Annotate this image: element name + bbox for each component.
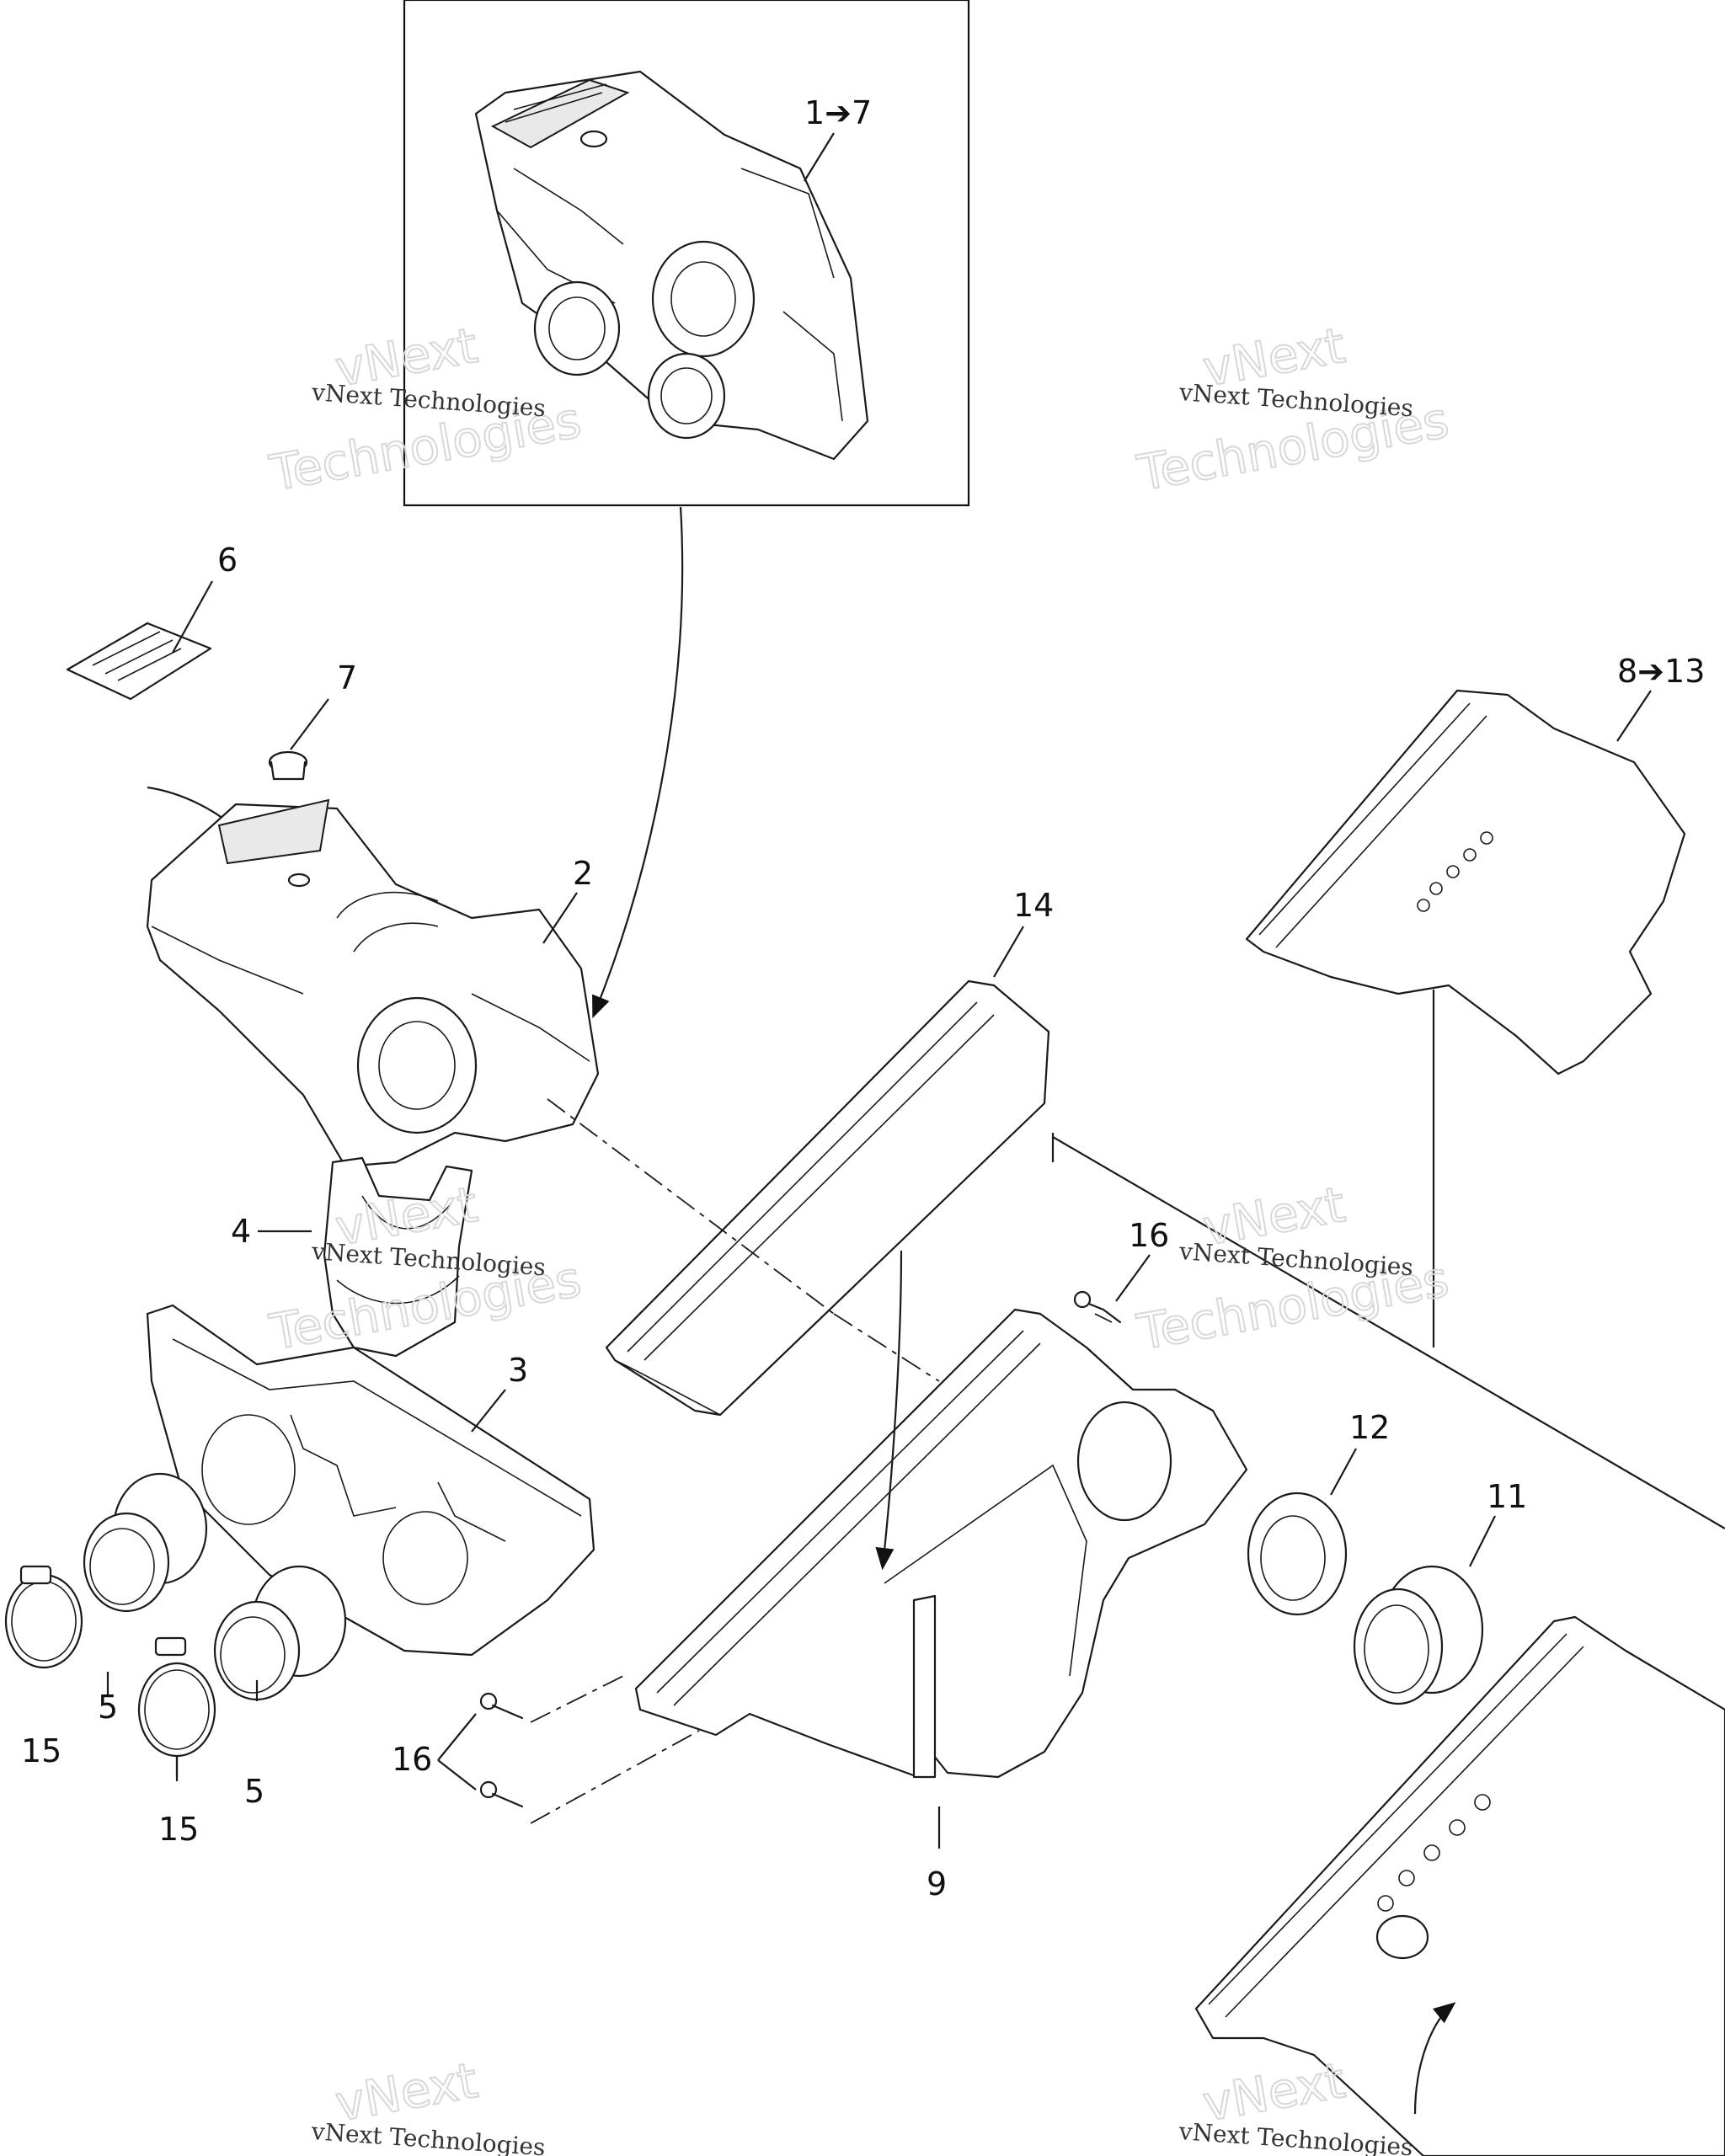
seal-part-12 [1247,1492,1348,1616]
svg-text:vNext Technologies: vNext Technologies [1178,2117,1414,2156]
clamp-part-15a [4,1565,83,1669]
airbox-assembly-inset [474,70,869,461]
svg-text:vNext Technologies: vNext Technologies [1178,378,1414,422]
clamp-part-15b [137,1636,216,1758]
boot-part-5b [213,1565,347,1701]
svg-text:vNext Technologies: vNext Technologies [310,378,547,422]
callout-9: 9 [927,1865,947,1903]
callout-16-left: 16 [392,1741,432,1778]
alignment-line [833,1313,940,1382]
callout-4: 4 [231,1213,251,1250]
callout-16-right: 16 [1129,1217,1169,1254]
callout-5-left: 5 [98,1689,118,1726]
alignment-line [547,1098,835,1315]
svg-text:vNext Technologies: vNext Technologies [310,2117,547,2156]
callout-6: 6 [217,542,238,579]
callout-11: 11 [1487,1478,1527,1515]
callout-15-left: 15 [21,1732,61,1769]
callout-15-right: 15 [158,1811,199,1848]
watermark: vNext Technologies vNext Technologies [264,1175,586,1362]
boot-part-5a [83,1472,208,1613]
filter-part-14 [605,979,1050,1417]
upper-airbox-part-2 [146,798,600,1168]
alignment-line [530,1675,624,1723]
assembly-frame [403,0,970,507]
watermark: vNext Technologies vNext Technologies [1132,1175,1454,1362]
alignment-line [1094,1313,1113,1323]
svg-text:vNext Technologies: vNext Technologies [1178,1237,1414,1281]
decal-part-6 [66,622,247,841]
fastener-part-16 [479,1290,1122,1808]
callout-14: 14 [1013,887,1054,924]
grommet-part-7 [268,750,308,781]
alignment-line [530,1730,700,1824]
assembly-8-13-lower [1194,1615,1725,2156]
intake-base-part-9 [634,1308,1248,1779]
watermark: vNext vNext Technologies [310,2051,547,2156]
adapter-part-11 [1353,1565,1484,1705]
callout-12: 12 [1349,1409,1390,1446]
callout-5-right: 5 [244,1773,264,1810]
assembly-8-13-upper [1245,689,1686,1075]
callout-1-7: 1➔7 [804,94,872,131]
callout-2: 2 [573,855,593,892]
duct-part-4 [323,1156,473,1358]
callout-7: 7 [337,659,357,696]
callout-8-13: 8➔13 [1617,653,1705,690]
callout-3: 3 [508,1352,528,1389]
watermark: vNext Technologies vNext Technologies [1132,316,1454,503]
